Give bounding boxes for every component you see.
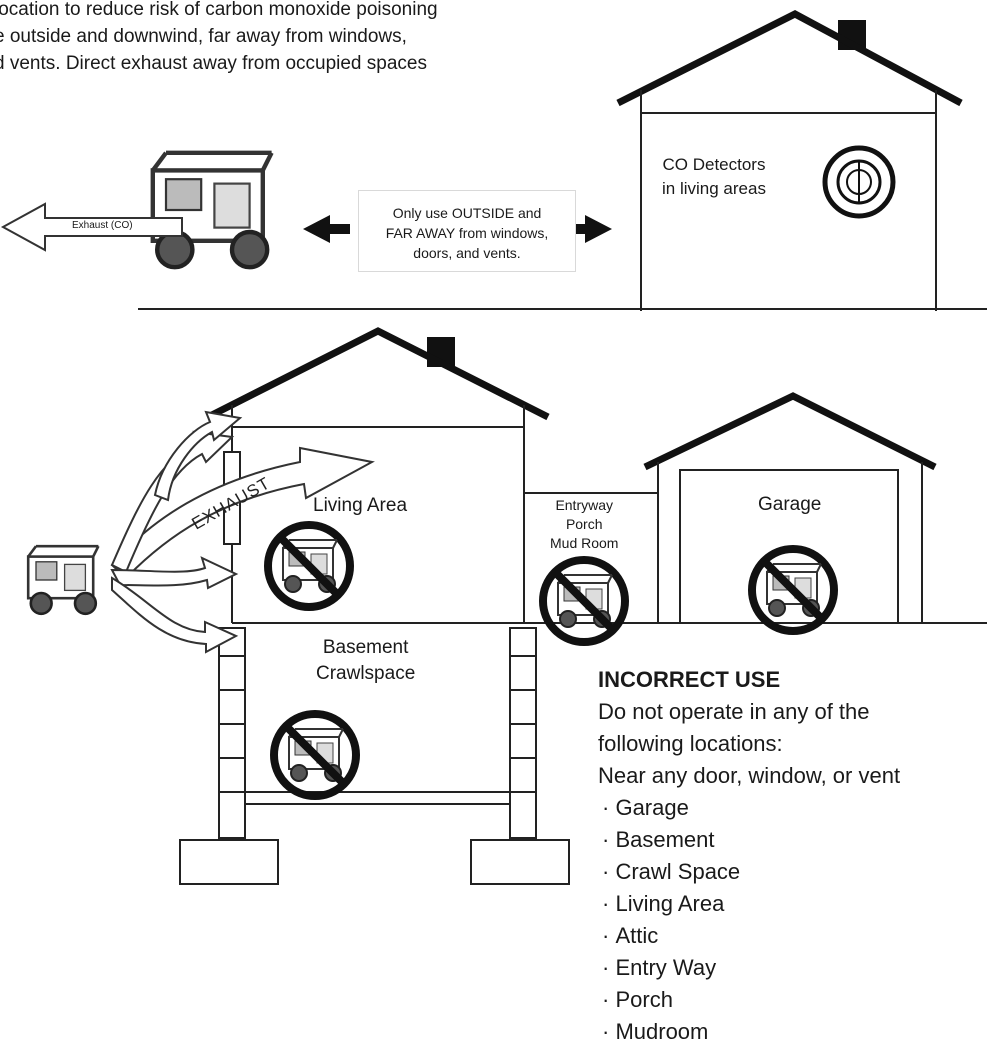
no-generator-entryway-icon xyxy=(543,560,625,642)
right-direction-arrow xyxy=(565,215,612,243)
garage-structure xyxy=(643,392,937,624)
entryway-label: Entryway Porch Mud Room xyxy=(550,496,618,553)
entryway-line: Mud Room xyxy=(550,535,619,551)
incorrect-use-line: Near any door, window, or vent xyxy=(598,763,901,788)
exhaust-co-arrow xyxy=(0,202,183,252)
location-item: Attic xyxy=(598,920,900,952)
incorrect-use-line: Do not operate in any of the xyxy=(598,699,870,724)
callout-line: Only use OUTSIDE and xyxy=(392,205,542,221)
location-item: Crawl Space xyxy=(598,856,900,888)
incorrect-locations-list: Garage Basement Crawl Space Living Area … xyxy=(598,792,900,1048)
garage-label: Garage xyxy=(758,494,822,515)
intro-line: location to reduce risk of carbon monoxi… xyxy=(0,0,438,20)
location-item: Living Area xyxy=(598,888,900,920)
location-item: Entry Way xyxy=(598,952,900,984)
no-generator-living-area-icon xyxy=(268,525,350,607)
intro-text: location to reduce risk of carbon monoxi… xyxy=(0,0,438,77)
top-generator-illustration xyxy=(153,153,272,267)
callout-line: doors, and vents. xyxy=(413,245,521,261)
basement-foundation xyxy=(179,627,570,885)
location-item: Garage xyxy=(598,792,900,824)
incorrect-use-line: following locations: xyxy=(598,731,783,756)
top-house xyxy=(616,10,963,311)
callout-line: FAR AWAY from windows, xyxy=(385,225,549,241)
entryway-line: Entryway xyxy=(555,497,614,513)
bottom-generator-illustration xyxy=(26,544,100,616)
entryway-line: Porch xyxy=(565,516,603,532)
intro-line: d vents. Direct exhaust away from occupi… xyxy=(0,53,427,74)
exhaust-co-label: Exhaust (CO) xyxy=(72,220,133,231)
no-generator-garage-icon xyxy=(752,549,834,631)
co-detector-line: CO Detectors xyxy=(662,155,766,174)
exhaust-flow-arrows xyxy=(110,410,375,654)
location-item: Porch xyxy=(598,984,900,1016)
living-area-label: Living Area xyxy=(313,495,408,516)
no-generator-basement-icon xyxy=(274,714,356,796)
location-item: Mudroom xyxy=(598,1016,900,1048)
incorrect-use-panel: INCORRECT USE Do not operate in any of t… xyxy=(598,664,900,1048)
left-direction-arrow xyxy=(303,215,350,243)
incorrect-use-heading: INCORRECT USE xyxy=(598,667,781,692)
outside-only-callout: Only use OUTSIDE and FAR AWAY from windo… xyxy=(358,190,576,272)
basement-line: Basement xyxy=(322,637,409,658)
basement-line: Crawlspace xyxy=(316,663,416,684)
basement-label: Basement Crawlspace xyxy=(316,635,415,687)
co-detector-icon xyxy=(822,145,896,219)
co-detector-line: in living areas xyxy=(662,179,766,198)
location-item: Basement xyxy=(598,824,900,856)
co-detectors-label: CO Detectors in living areas xyxy=(662,153,766,201)
intro-line: e outside and downwind, far away from wi… xyxy=(0,26,407,47)
